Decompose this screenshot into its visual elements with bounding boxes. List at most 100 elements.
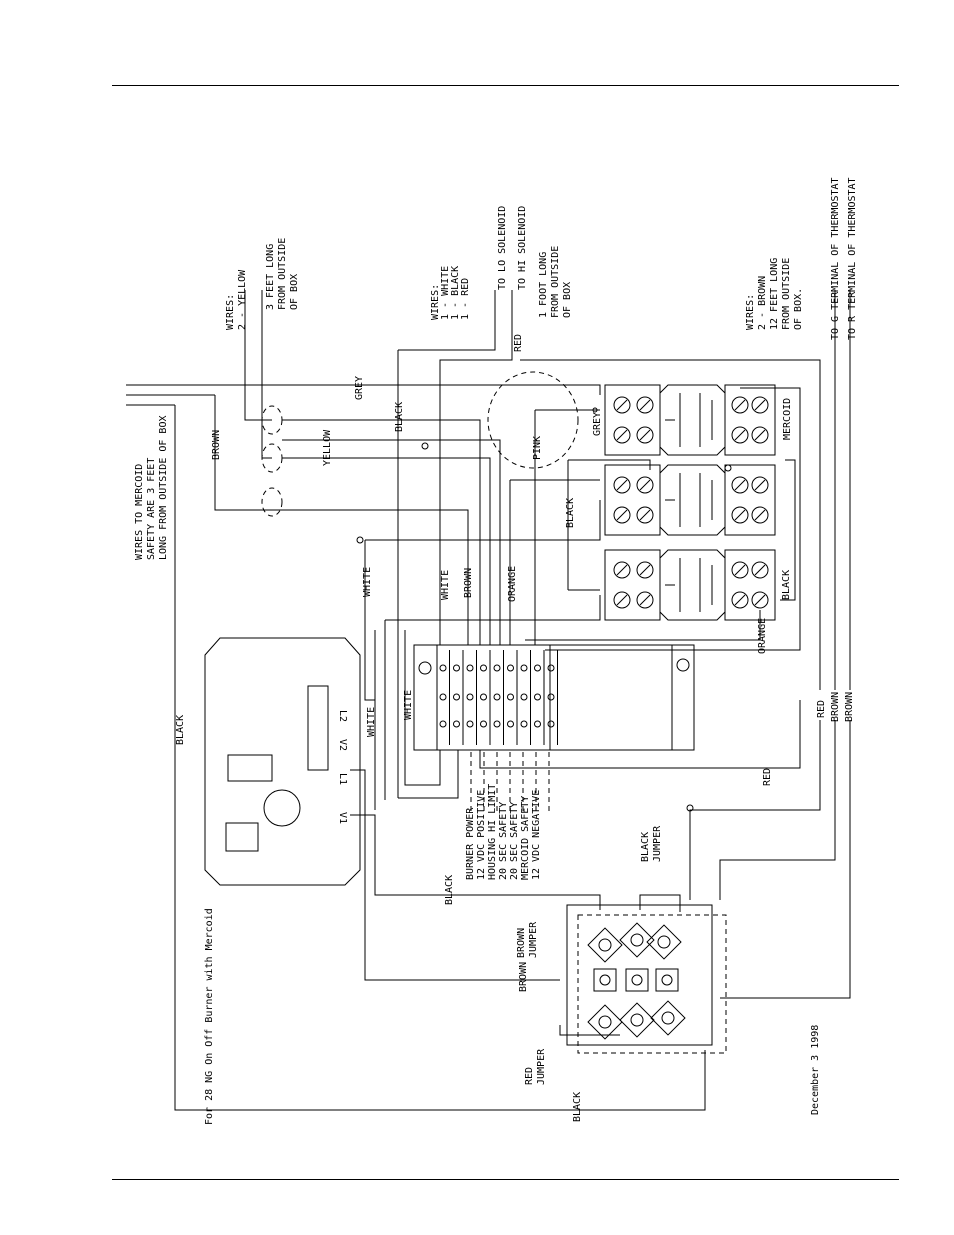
yellow-wire-note: WIRES: 2 - YELLOW	[225, 269, 248, 330]
label-black-relay: BLACK	[565, 498, 576, 528]
legend-12vdc-positive: 12 VDC POSITIVE	[476, 790, 487, 880]
label-black-end: BLACK	[572, 1092, 583, 1122]
strip-screw-5-2	[507, 720, 514, 728]
label-grey-top: GREY	[354, 376, 365, 400]
relay-block	[604, 384, 776, 621]
header-rule	[112, 85, 899, 86]
label-brown-right2: BROWN	[844, 692, 855, 722]
relay-3-screw-d1	[751, 591, 769, 609]
svg-text:WIRES TO MERCOID: WIRES TO MERCOID	[134, 464, 145, 560]
solenoid-wire-note: WIRES: 1 - WHITE 1 - BLACK 1 - RED	[430, 266, 471, 320]
strip-screw-7-1	[534, 693, 541, 701]
junction-terminal-2	[619, 922, 655, 958]
strip-screw-7-2	[534, 720, 541, 728]
svg-text:RED: RED	[524, 1067, 535, 1085]
label-black-bottom: BLACK	[444, 875, 455, 905]
svg-text:12 FEET LONG: 12 FEET LONG	[769, 258, 780, 330]
svg-text:WIRES:: WIRES:	[745, 294, 756, 330]
yellow-length-note: 3 FEET LONG FROM OUTSIDE OF BOX	[265, 238, 300, 310]
legend-housing-hi-limit: HOUSING HI LIMIT	[487, 784, 498, 880]
junction-mid-terminal-3	[655, 968, 679, 992]
diagram-date: December 3 1998	[810, 1025, 821, 1115]
relay-1-screw-a1	[613, 426, 631, 444]
relay-1-screw-a0	[613, 396, 631, 414]
relay-2-screw-b1	[636, 506, 654, 524]
relay-1-screw-c1	[731, 426, 749, 444]
burner-control-module: L2 V2 L1 V1	[204, 637, 361, 886]
solenoid-length-note: 1 FOOT LONG FROM OUTSIDE OF BOX	[538, 246, 573, 318]
svg-text:WIRES:: WIRES:	[225, 294, 236, 330]
terminal-v1: V1	[337, 812, 348, 824]
wiring	[126, 290, 851, 1111]
svg-text:1 - WHITE: 1 - WHITE	[440, 266, 451, 320]
relay-3-screw-c1	[731, 591, 749, 609]
strip-screw-8-1	[547, 693, 555, 701]
label-black-top: BLACK	[394, 402, 405, 432]
relay-2	[604, 464, 776, 536]
relay-2-screw-d0	[751, 476, 769, 494]
to-r-terminal: TO R TERMINAL OF THERMOSTAT	[847, 177, 858, 340]
label-brown-mid: BROWN	[463, 568, 474, 598]
svg-text:JUMPER: JUMPER	[528, 921, 539, 958]
svg-text:FROM OUTSIDE: FROM OUTSIDE	[277, 238, 288, 310]
strip-screw-1-2	[453, 720, 460, 728]
relay-2-screw-d1	[751, 506, 769, 524]
strip-screw-5-0	[507, 664, 514, 672]
footer-rule	[112, 1179, 899, 1180]
relay-3-screw-b0	[636, 561, 654, 579]
legend-20sec-safety-1: 20 SEC SAFETY	[498, 802, 509, 880]
strip-screw-3-1	[480, 693, 487, 701]
strip-screw-7-0	[534, 664, 541, 672]
diagram-title: For 28 NG On Off Burner with Mercoid	[204, 908, 215, 1125]
brown-wire-note: WIRES: 2 - BROWN 12 FEET LONG FROM OUTSI…	[745, 258, 804, 330]
relay-2-screw-b0	[636, 476, 654, 494]
legend-12vdc-negative: 12 VDC NEGATIVE	[531, 790, 542, 880]
relay-2-screw-c0	[731, 476, 749, 494]
label-grey-relay: GREY	[592, 412, 603, 436]
label-pink: PINK	[532, 436, 543, 460]
strip-screw-8-2	[547, 720, 555, 728]
terminal-l2: L2	[337, 710, 348, 722]
relay-1-screw-d0	[751, 396, 769, 414]
strip-screw-6-2	[520, 720, 528, 728]
label-brown-right1: BROWN	[830, 692, 841, 722]
label-brown-bottom: BROWN	[518, 962, 529, 992]
label-black-jumper: BLACK JUMPER	[640, 825, 663, 862]
label-brown-left: BROWN	[211, 430, 222, 460]
label-white-strip: WHITE	[403, 690, 414, 720]
relay-3-screw-a0	[613, 561, 631, 579]
label-red-solenoid: RED	[513, 334, 524, 352]
svg-text:OF BOX: OF BOX	[562, 282, 573, 318]
strip-legend: BURNER POWER 12 VDC POSITIVE HOUSING HI …	[465, 784, 542, 880]
svg-text:1 FOOT LONG: 1 FOOT LONG	[538, 252, 549, 318]
strip-screw-4-1	[493, 693, 501, 701]
svg-text:WIRES:: WIRES:	[430, 284, 441, 320]
strip-screw-1-0	[453, 664, 460, 672]
label-white-left: WHITE	[362, 567, 373, 597]
label-black-relay3: BLACK	[781, 570, 792, 600]
legend-leaders	[470, 752, 550, 815]
svg-text:FROM OUTSIDE: FROM OUTSIDE	[781, 258, 792, 330]
label-brown-jumper: BROWN JUMPER	[516, 921, 539, 958]
junction-terminal-5	[619, 1002, 655, 1038]
svg-text:2 - BROWN: 2 - BROWN	[757, 276, 768, 330]
junction-terminal-3	[646, 924, 682, 960]
strip-screw-2-0	[466, 664, 474, 672]
legend-burner-power: BURNER POWER	[465, 807, 476, 880]
svg-text:BLACK: BLACK	[640, 832, 651, 862]
junction-mid-terminal-1	[593, 968, 617, 992]
junction-terminal-4	[587, 1004, 623, 1040]
legend-mercoid-safety: MERCOID SAFETY	[520, 796, 531, 880]
svg-text:JUMPER: JUMPER	[652, 825, 663, 862]
strip-screw-0-2	[439, 720, 447, 728]
wire-nut-3	[261, 487, 283, 517]
label-mercoid: MERCOID	[782, 398, 793, 440]
label-white-mid: WHITE	[440, 570, 451, 600]
svg-text:1 - BLACK: 1 - BLACK	[450, 266, 461, 320]
relay-3-screw-d0	[751, 561, 769, 579]
svg-text:2 - YELLOW: 2 - YELLOW	[237, 269, 248, 330]
strip-screw-1-1	[453, 693, 460, 701]
to-hi-solenoid: TO HI SOLENOID	[517, 206, 528, 290]
svg-text:3 FEET LONG: 3 FEET LONG	[265, 244, 276, 310]
mercoid-wire-note: WIRES TO MERCOID SAFETY ARE 3 FEET LONG …	[134, 416, 169, 561]
